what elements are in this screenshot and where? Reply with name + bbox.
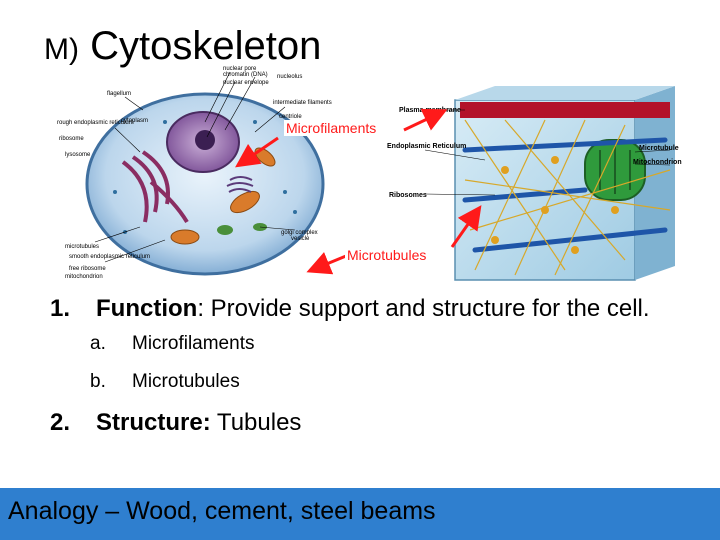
sub-item-microtubules: b. Microtubules (90, 370, 690, 394)
cyto-label-ribosomes: Ribosomes (389, 192, 427, 199)
list-item-label: Structure: (96, 409, 211, 436)
bullet-list: 1. Function: Provide support and structu… (50, 294, 690, 444)
list-number: 2. (50, 409, 71, 436)
sub-item-microfilaments: a. Microfilaments (90, 332, 690, 356)
cell-label-golgi: golgi complex (281, 230, 318, 236)
cell-label-nuclear-envelope: nuclear envelope (223, 80, 269, 86)
list-item-label: Function (96, 295, 198, 322)
microfilaments-arrow-right (403, 108, 448, 132)
sub-item-letter: a. (90, 333, 106, 354)
cell-label-nuclear-pore: nuclear pore (223, 66, 257, 72)
cell-label-microtubules: microtubules (65, 244, 99, 250)
list-item-text: : Provide support and structure for the … (197, 295, 650, 322)
microtubules-arrow-right (450, 205, 482, 248)
microtubules-figure-label: Microtubules (345, 247, 429, 263)
cell-label-free-ribosome: free ribosome (69, 266, 106, 272)
list-item-text: Tubules (210, 409, 302, 436)
animal-cell-illustration: nuclear pore chromatin (DNA) nucleolus n… (57, 66, 332, 280)
list-number: 1. (50, 295, 71, 322)
microfilaments-figure-label: Microfilaments (284, 120, 379, 136)
list-item-function: 1. Function: Provide support and structu… (50, 294, 690, 324)
cell-label-vesicle: vesicle (291, 236, 310, 242)
cyto-label-microtubule: Microtubule (639, 145, 679, 152)
cell-label-mitochondrion: mitochondrion (65, 274, 103, 280)
sub-item-text: Microtubules (132, 371, 240, 392)
sub-item-text: Microfilaments (132, 333, 255, 354)
cell-label-smooth-er: smooth endoplasmic reticulum (69, 254, 150, 260)
cell-label-lysosome: lysosome (65, 152, 91, 158)
cell-label-rough-er: rough endoplasmic reticulum (57, 120, 134, 126)
cytoskeleton-illustration: Plasma membrane Endoplasmic Reticulum Mi… (387, 86, 682, 281)
cyto-label-er: Endoplasmic Reticulum (387, 143, 466, 150)
cell-label-ribosome: ribosome (59, 136, 84, 142)
cell-label-intermediate-filaments: intermediate filaments (273, 100, 332, 106)
cell-label-flagellum: flagellum (107, 91, 131, 97)
title-letter: M) (44, 33, 79, 66)
microtubules-arrow-left (306, 252, 347, 275)
cell-label-centriole: centriole (279, 114, 302, 120)
cyto-label-mitochondrion: Mitochondrion (633, 159, 682, 166)
sub-item-letter: b. (90, 371, 106, 392)
slide-title: M) Cytoskeleton (44, 22, 321, 74)
list-item-structure: 2. Structure: Tubules (50, 408, 690, 438)
cell-label-cytoplasm: cytoplasm (121, 118, 148, 124)
analogy-bar: Analogy – Wood, cement, steel beams (0, 488, 720, 540)
cell-label-chromatin: chromatin (DNA) (223, 72, 268, 78)
title-text: Cytoskeleton (90, 24, 322, 68)
cell-label-nucleolus: nucleolus (277, 74, 302, 80)
microfilaments-arrow-left (235, 136, 279, 168)
